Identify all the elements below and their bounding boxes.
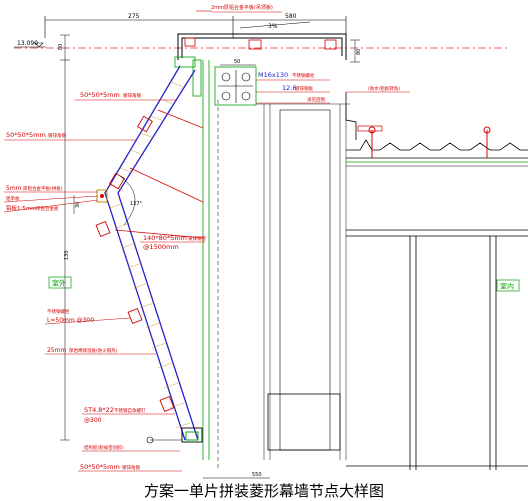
rhombus-panel-outer — [104, 65, 199, 441]
plate-5mm-2: 铝单板 — [6, 195, 20, 202]
bolt-note: 不锈钢螺栓 — [292, 72, 315, 79]
insulation-note: 厚岩棉保温板(防火隔热) — [69, 347, 118, 354]
dim-275: 275 — [128, 13, 140, 20]
bottom-brackets — [181, 427, 203, 443]
dim-580: 580 — [285, 13, 297, 20]
plate-5mm-note: 厚铝合金平板(拼板) — [23, 185, 63, 192]
right-note: (防水/铝板转角) — [368, 85, 400, 92]
angle-right-label: 50*50*5mm — [80, 91, 120, 99]
angle-left-note: 镀锌角钢 — [48, 132, 66, 139]
plate-12-sub: 详见后图 — [307, 96, 325, 103]
slope-label: 3% — [268, 23, 278, 30]
plate-5mm-label: 5mm — [6, 185, 22, 192]
roof-steel-sheet — [346, 139, 528, 159]
drawing-caption: 方案一单片拼装菱形幕墙节点大样图 — [144, 482, 384, 500]
inner-wall-lines — [202, 60, 210, 460]
svg-text:13.090: 13.090 — [17, 40, 38, 47]
screw-spacing: @300 — [84, 417, 102, 424]
dim-50: 50 — [234, 59, 240, 65]
center-column — [256, 103, 350, 460]
top-flashing — [345, 92, 357, 140]
outdoor-label: 室外 — [52, 279, 66, 288]
slope-line — [239, 21, 311, 29]
angle-bottom-note: 镀锌角钢 — [122, 464, 140, 471]
roof-red-drip — [357, 125, 383, 132]
top-cap-left-block — [174, 56, 196, 68]
steel-tube-label: 140*80*5mm — [143, 234, 187, 242]
support-arms — [114, 109, 204, 239]
left-vertical-dim — [60, 60, 70, 441]
steel-tube-spacing: @1500mm — [143, 243, 179, 251]
bolt-l-label: L=50mm @300 — [47, 317, 94, 324]
bolt-plate-box — [214, 66, 257, 106]
bolt-label: M16x130 — [258, 71, 288, 79]
top-cap-green-plate — [192, 59, 202, 97]
dim-36: 36 — [75, 202, 81, 208]
screw-note: 不锈钢自攻螺钉 — [114, 407, 146, 414]
top-dimension-lines — [44, 16, 347, 38]
sealant-label: 结构胶(耐候密封胶) — [84, 444, 124, 451]
dim-550: 550 — [252, 472, 262, 478]
steel-tube-note: 镀锌钢管 — [188, 235, 206, 242]
top-cap-profile — [177, 33, 347, 60]
bolt-plate-bolts — [218, 70, 253, 103]
angle-bottom-label: 50*50*5mm — [80, 463, 120, 471]
dim-80-right: 80 — [356, 49, 362, 55]
dim-130: 130 — [64, 250, 70, 260]
bottom-anchor — [146, 436, 182, 444]
apex-angle-arc — [119, 175, 136, 226]
right-small-dims — [350, 39, 360, 63]
rhombus-panel-hatch — [109, 81, 191, 429]
angle-left-label: 50*50*5mm — [6, 131, 46, 139]
roof-clips — [368, 126, 491, 158]
apex-angle: 137° — [130, 201, 143, 207]
right-structure — [346, 229, 528, 470]
panel-brackets — [95, 115, 175, 413]
plate-5mm-3: 铝板1.5mm — [6, 204, 36, 212]
indoor-label: 室内 — [500, 282, 514, 291]
dim-80-left: 80 — [58, 44, 64, 50]
insulation-label: 25mm — [47, 347, 66, 354]
elevation-mark: 13.090 — [14, 40, 46, 48]
plate-12-label: 12.6 — [282, 84, 296, 92]
top-plate-label: 2mm厚铝合金平板(吊顶板) — [211, 4, 273, 11]
bolt-l-note: 不锈钢螺栓 — [47, 308, 70, 315]
plate-5mm-3-note: 厚铝合金板 — [36, 205, 59, 212]
top-cap-bolts — [184, 37, 337, 50]
angle-right-note: 镀锌角钢 — [123, 92, 141, 99]
plate-12-note: 镀锌钢板 — [295, 85, 313, 92]
screw-label: ST4.8*22 — [84, 406, 114, 414]
